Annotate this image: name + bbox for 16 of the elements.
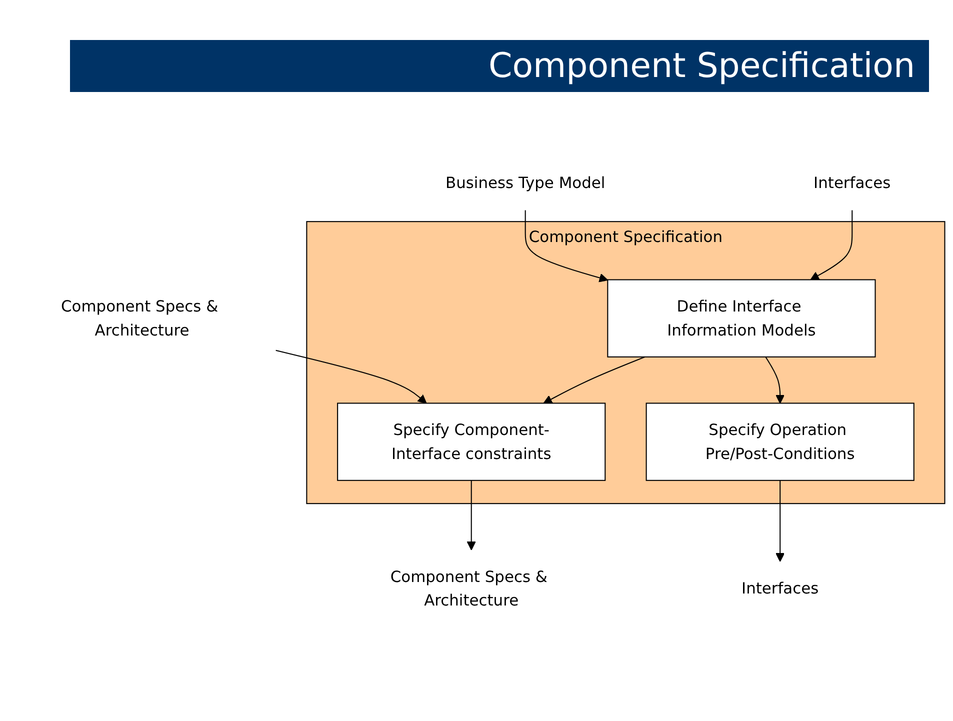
node-text: Component Specs & Architecture bbox=[61, 298, 218, 340]
arrow bbox=[276, 350, 427, 404]
node-box: Define Interface Information Models bbox=[607, 280, 876, 358]
node-text: Business Type Model bbox=[445, 174, 606, 193]
arrow bbox=[543, 356, 646, 404]
arrow bbox=[524, 210, 608, 283]
arrow bbox=[466, 480, 476, 551]
arrow bbox=[765, 356, 785, 404]
title-banner: Component Specification bbox=[70, 40, 929, 92]
arrow bbox=[776, 480, 785, 562]
arrow bbox=[810, 210, 853, 280]
node-text: Component Specs & Architecture bbox=[390, 568, 548, 610]
node-text: Interfaces bbox=[814, 174, 891, 193]
node-text: Interfaces bbox=[742, 579, 819, 598]
node-box: Specify Component-Interface constraints bbox=[337, 403, 606, 482]
node-box: Specify Operation Pre/Post-Conditions bbox=[646, 403, 914, 482]
